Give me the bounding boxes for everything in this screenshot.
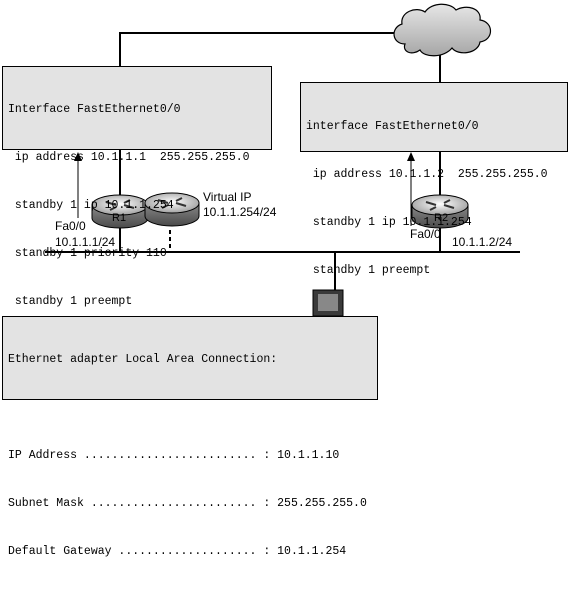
config-line: standby 1 ip 10.1.1.254 xyxy=(306,216,472,229)
cloud-icon xyxy=(393,3,492,57)
r1-config-box: Interface FastEthernet0/0 ip address 10.… xyxy=(2,66,272,308)
config-line: Ethernet adapter Local Area Connection: xyxy=(8,353,278,366)
r1-interface-label: Fa0/0 xyxy=(55,219,86,233)
router-r1-label: R1 xyxy=(112,212,127,224)
config-line: standby 1 preempt xyxy=(306,264,431,277)
config-line xyxy=(8,400,367,416)
virtual-ip-title: Virtual IP xyxy=(203,190,252,204)
r2-config-box: interface FastEthernet0/0 ip address 10.… xyxy=(300,82,568,277)
router-r2-label: R2 xyxy=(434,212,449,224)
r1-ip-label: 10.1.1.1/24 xyxy=(55,235,116,249)
config-line: standby 1 preempt xyxy=(8,295,133,308)
r1-config: Interface FastEthernet0/0 ip address 10.… xyxy=(8,70,250,342)
config-line: Subnet Mask ........................ : 2… xyxy=(8,497,367,510)
config-line: standby 1 priority 110 xyxy=(8,247,167,260)
config-line: Default Gateway .................... : 1… xyxy=(8,545,347,558)
config-line: IP Address ......................... : 1… xyxy=(8,449,340,462)
r2-ip-label: 10.1.1.2/24 xyxy=(452,235,513,249)
config-line: Interface FastEthernet0/0 xyxy=(8,103,181,116)
config-line: ip address 10.1.1.2 255.255.255.0 xyxy=(306,168,548,181)
config-line: interface FastEthernet0/0 xyxy=(306,120,479,133)
router-r1-icon xyxy=(91,194,149,229)
host-config-box: Ethernet adapter Local Area Connection: … xyxy=(2,316,378,558)
virtual-ip-address: 10.1.1.254/24 xyxy=(203,205,277,219)
network-diagram xyxy=(45,3,520,327)
config-line: ip address 10.1.1.1 255.255.255.0 xyxy=(8,151,250,164)
r2-interface-label: Fa0/0 xyxy=(410,227,441,241)
config-line: standby 1 ip 10.1.1.254 xyxy=(8,199,174,212)
host-config: Ethernet adapter Local Area Connection: … xyxy=(8,320,367,592)
router-r2-icon xyxy=(411,194,469,229)
virtual-router-icon xyxy=(144,192,200,227)
r2-config: interface FastEthernet0/0 ip address 10.… xyxy=(306,87,548,311)
